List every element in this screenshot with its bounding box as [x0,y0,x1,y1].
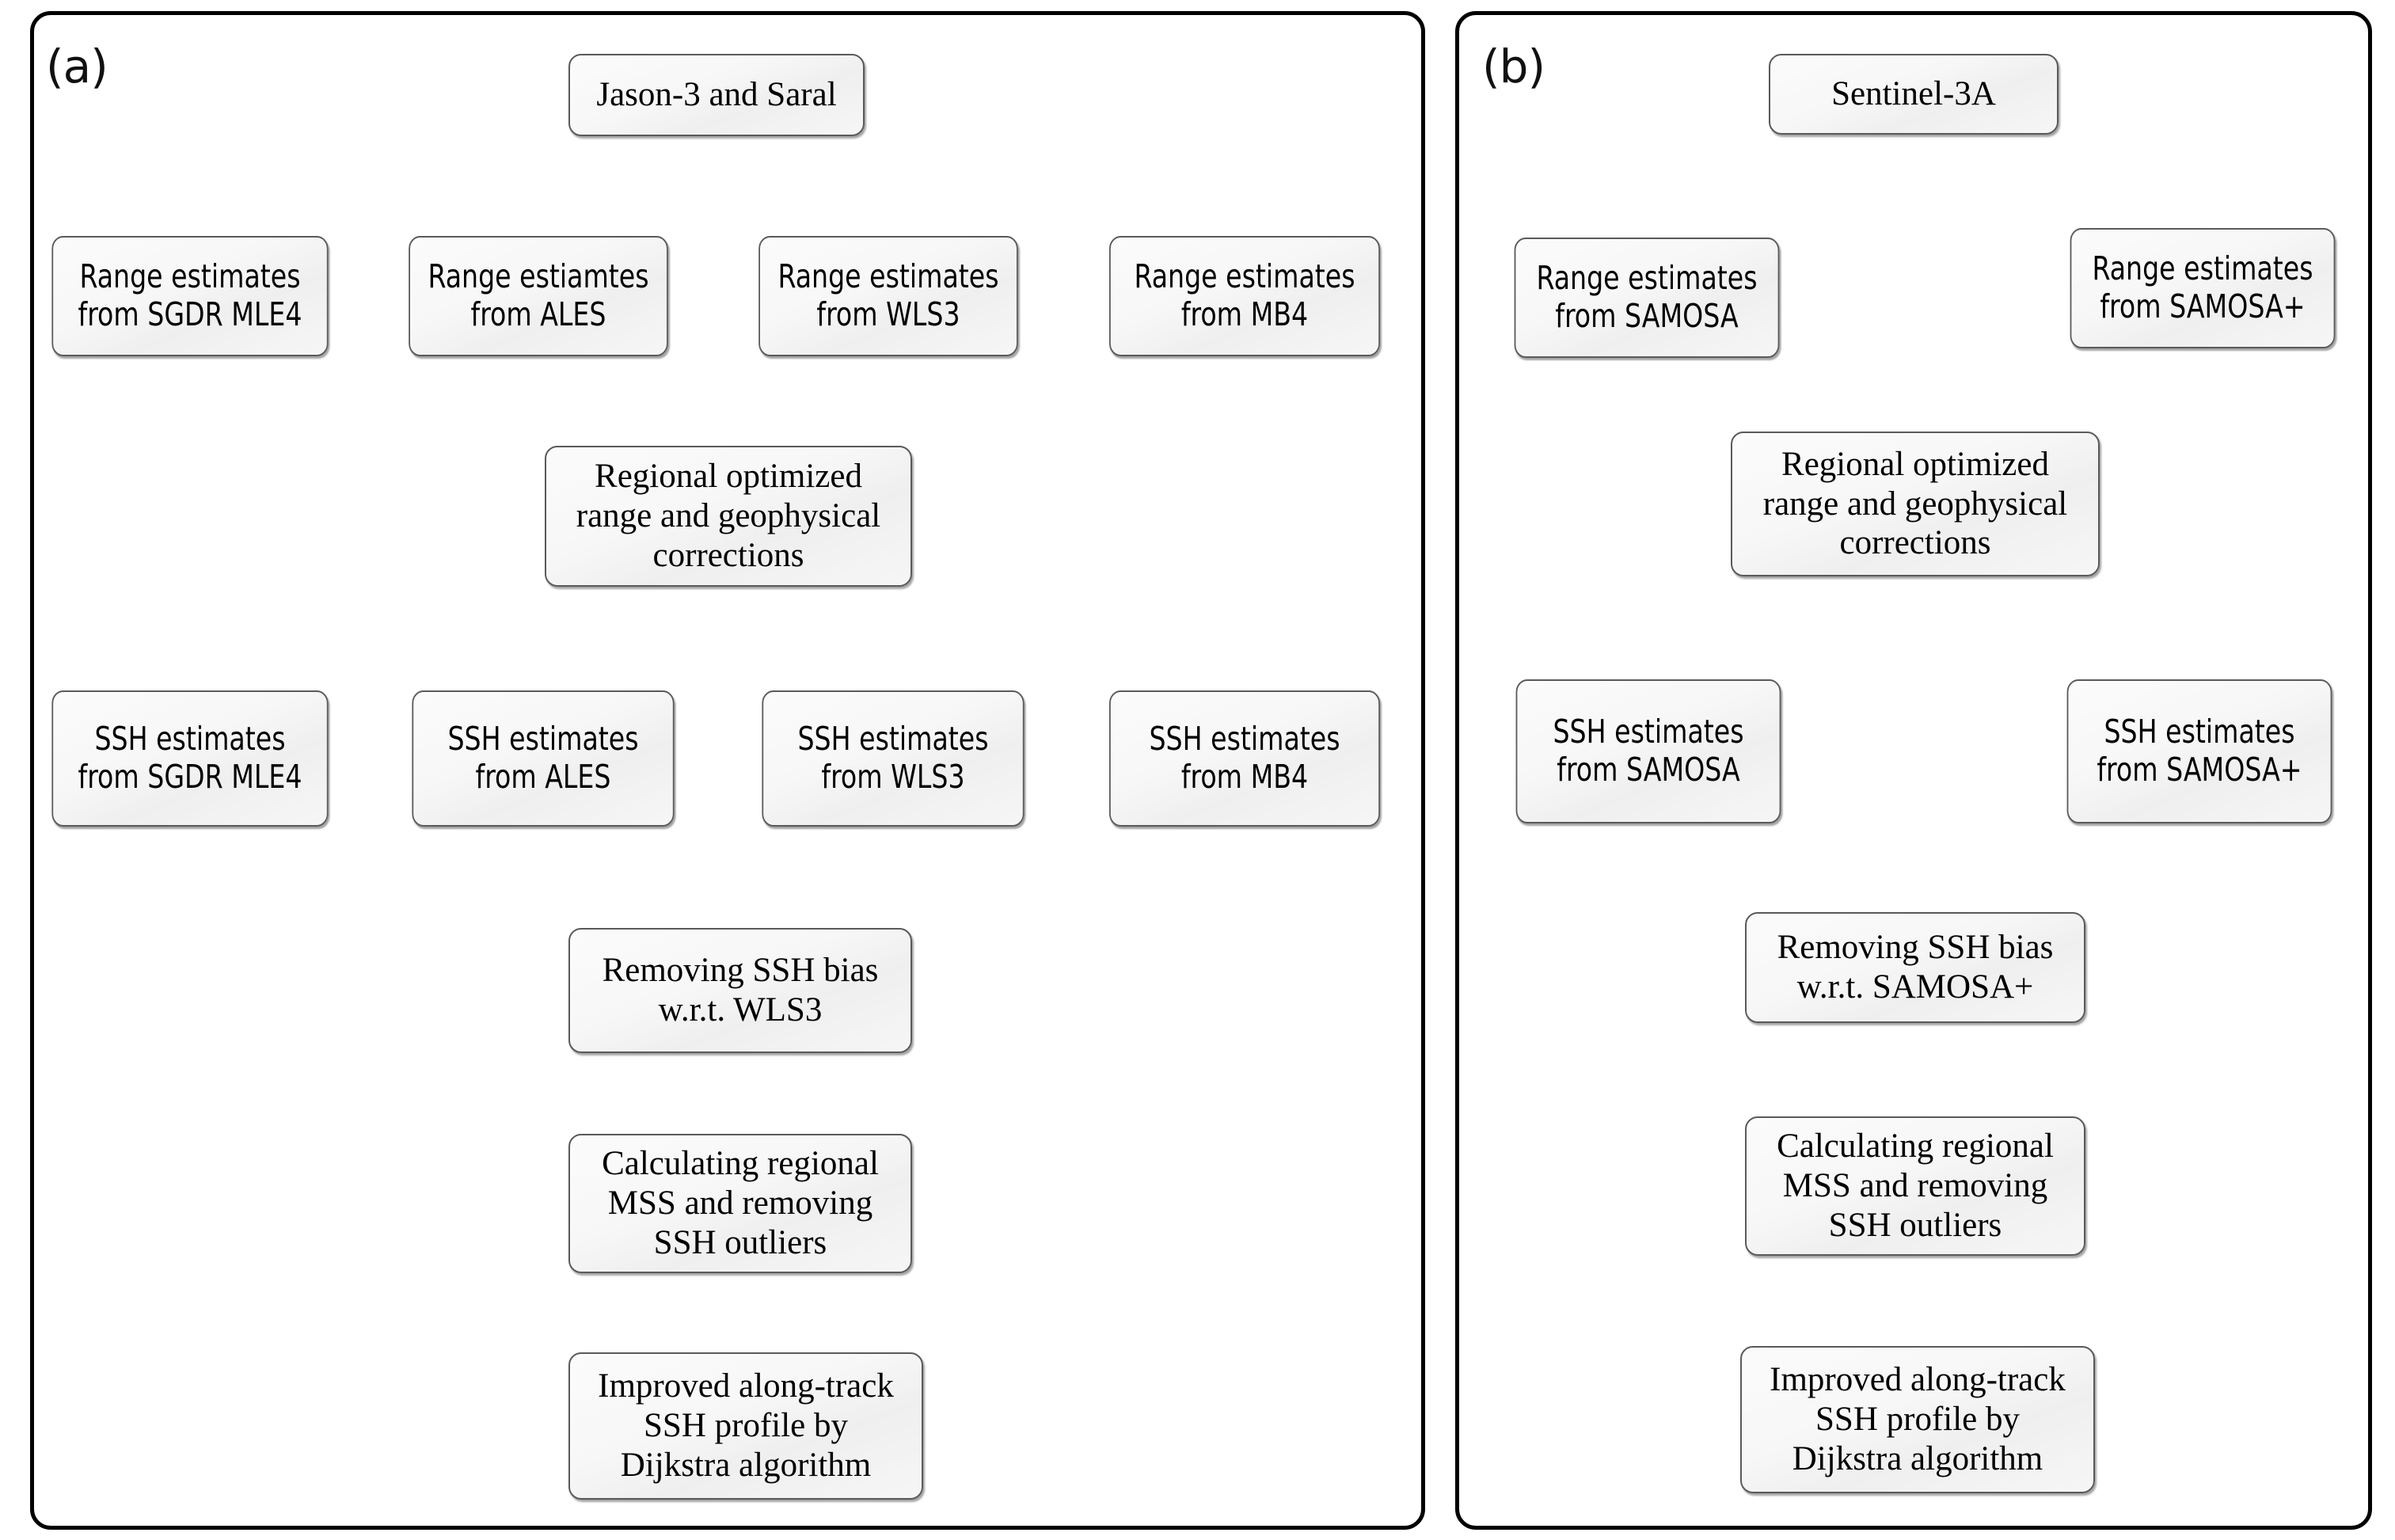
node-regional-optimized-a[interactable]: Regional optimized range and geophysical… [545,446,912,587]
node-ssh-mb4[interactable]: SSH estimates from MB4 [1109,690,1380,827]
node-jason3-saral[interactable]: Jason-3 and Saral [568,54,865,136]
panel-a-label: (a) [46,40,108,93]
node-ssh-ales[interactable]: SSH estimates from ALES [412,690,675,827]
node-range-sgdr-mle4[interactable]: Range estimates from SGDR MLE4 [51,236,329,356]
node-calculating-mss-a[interactable]: Calculating regional MSS and removing SS… [568,1134,912,1273]
node-ssh-wls3[interactable]: SSH estimates from WLS3 [762,690,1025,827]
node-ssh-samosa[interactable]: SSH estimates from SAMOSA [1515,679,1781,823]
node-ssh-sgdr-mle4[interactable]: SSH estimates from SGDR MLE4 [51,690,329,827]
node-range-mb4[interactable]: Range estimates from MB4 [1109,236,1380,356]
node-range-samosa-plus[interactable]: Range estimates from SAMOSA+ [2070,228,2336,348]
panel-b-label: (b) [1482,40,1545,93]
node-ssh-samosa-plus[interactable]: SSH estimates from SAMOSA+ [2066,679,2332,823]
node-removing-ssh-bias-a[interactable]: Removing SSH bias w.r.t. WLS3 [568,928,912,1053]
node-range-ales[interactable]: Range estiamtes from ALES [409,236,668,356]
node-calculating-mss-b[interactable]: Calculating regional MSS and removing SS… [1745,1116,2085,1256]
node-regional-optimized-b[interactable]: Regional optimized range and geophysical… [1731,432,2100,576]
node-range-wls3[interactable]: Range estimates from WLS3 [758,236,1018,356]
node-sentinel-3a[interactable]: Sentinel-3A [1769,54,2059,135]
node-range-samosa[interactable]: Range estimates from SAMOSA [1514,238,1780,358]
node-removing-ssh-bias-b[interactable]: Removing SSH bias w.r.t. SAMOSA+ [1745,912,2085,1023]
node-improved-ssh-profile-a[interactable]: Improved along-track SSH profile by Dijk… [568,1352,923,1500]
node-improved-ssh-profile-b[interactable]: Improved along-track SSH profile by Dijk… [1740,1346,2095,1493]
